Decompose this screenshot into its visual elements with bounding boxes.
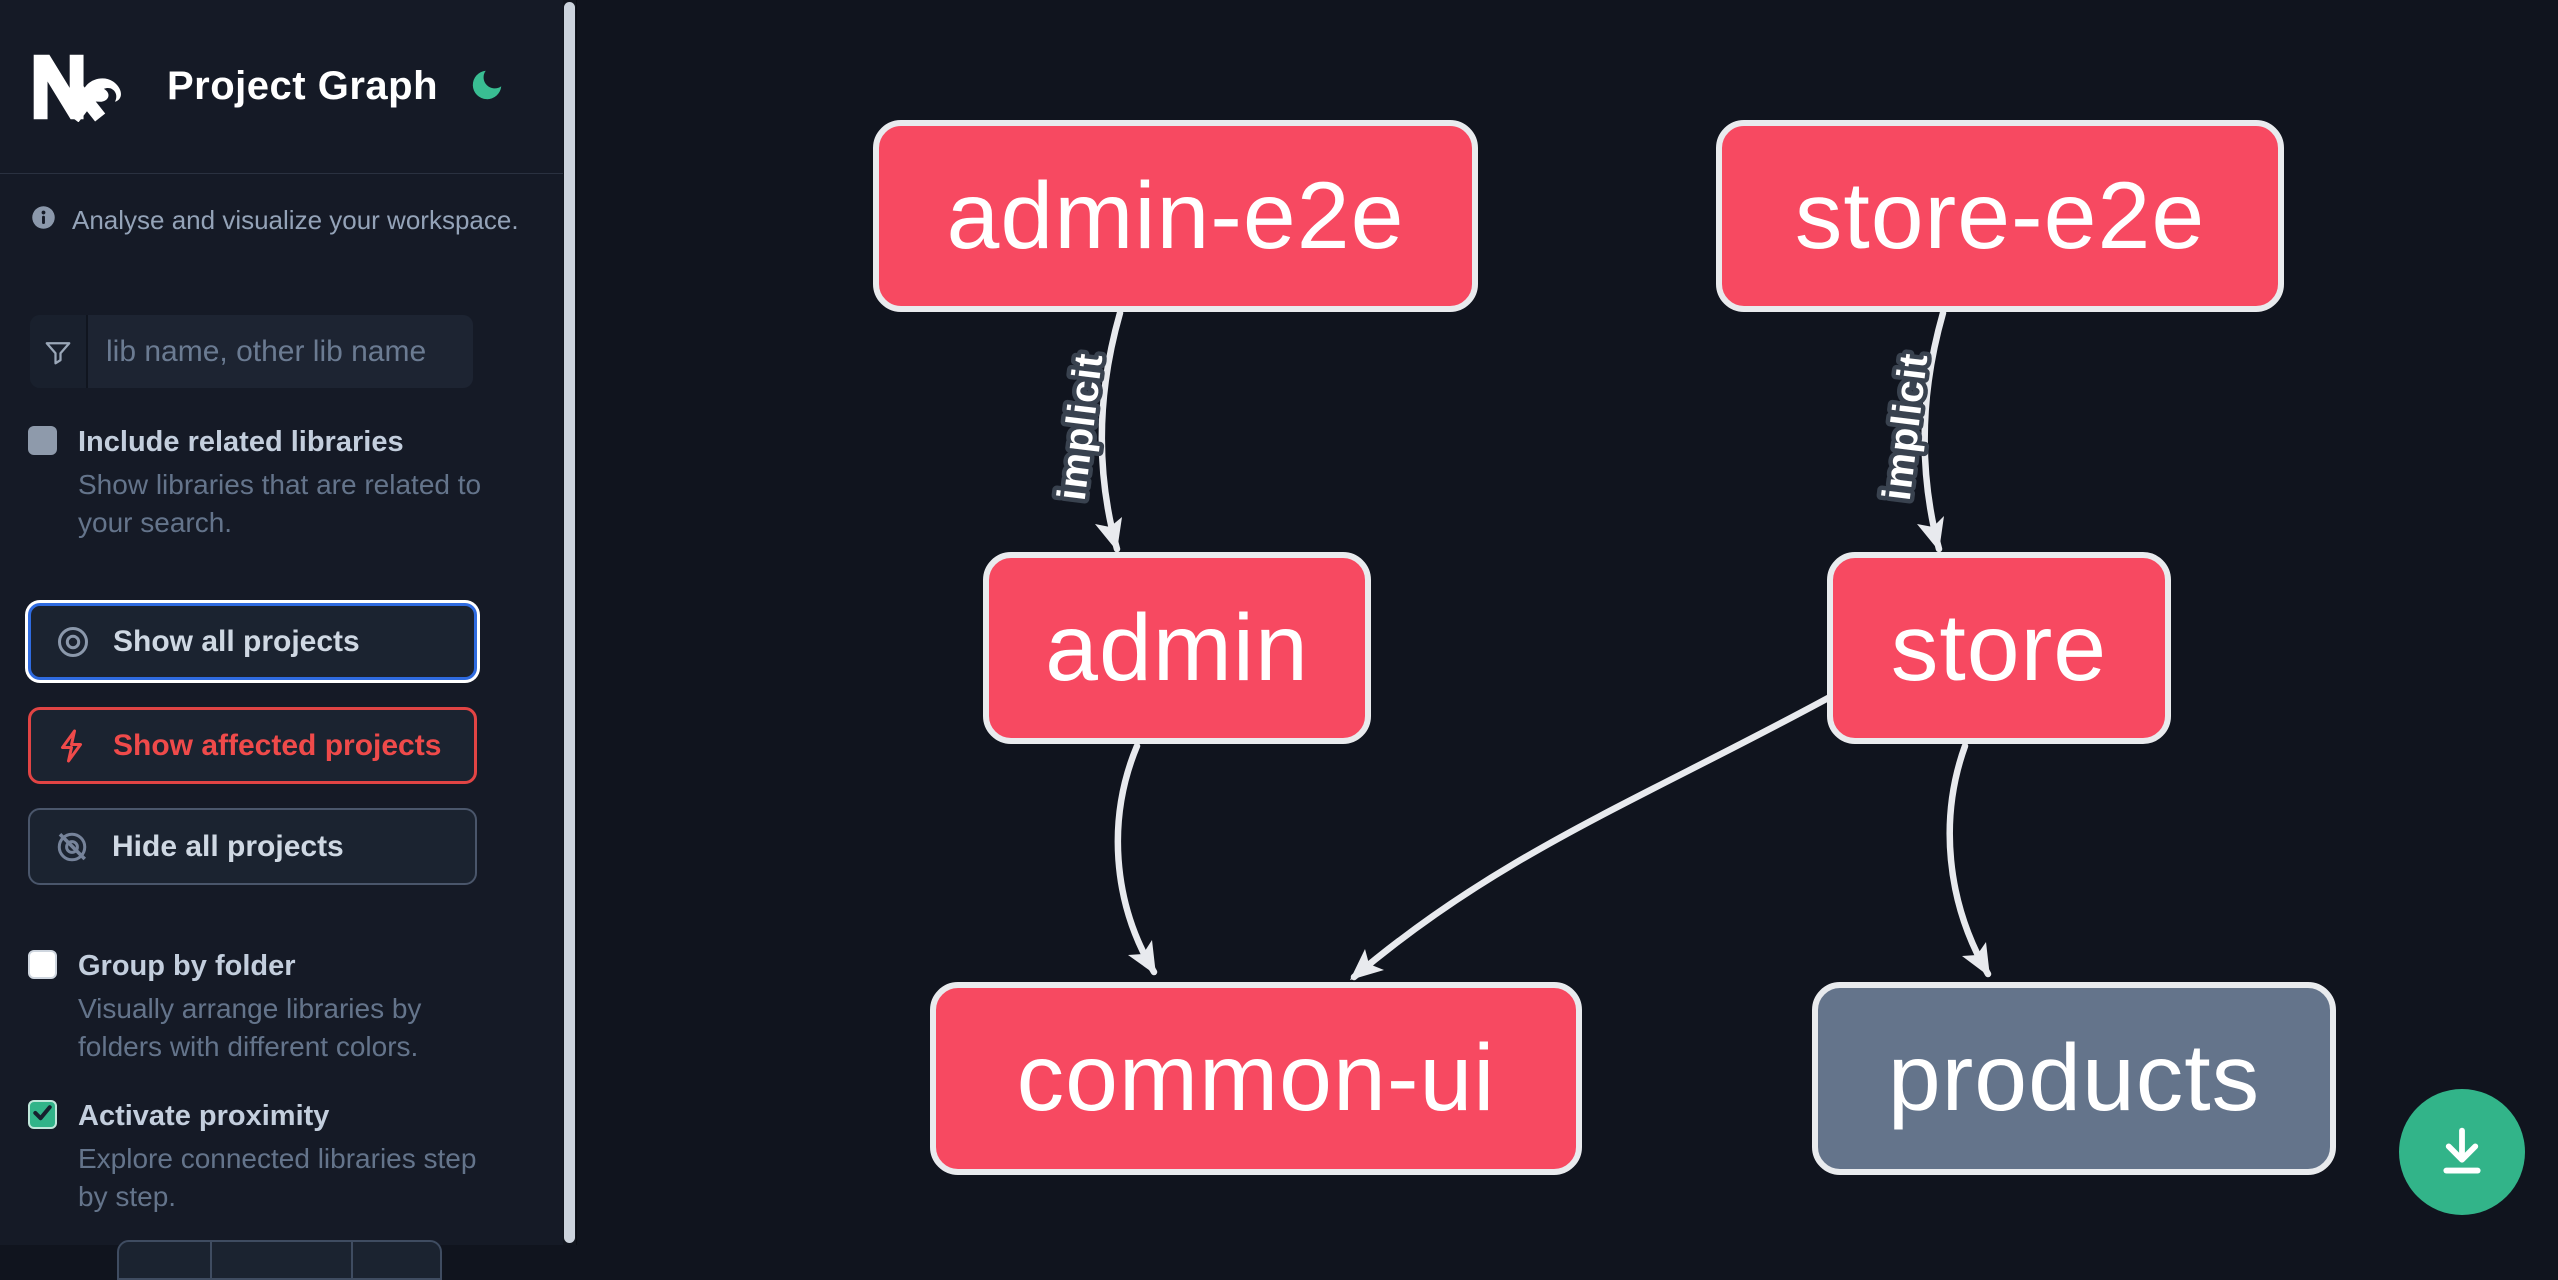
page-title: Project Graph: [167, 64, 439, 108]
hide-all-projects-label: Hide all projects: [112, 829, 344, 863]
graph-node-products[interactable]: products: [1812, 982, 2336, 1175]
group-by-folder-checkbox[interactable]: [28, 950, 57, 979]
save-image-button[interactable]: [2399, 1089, 2525, 1215]
show-all-projects-label: Show all projects: [113, 624, 360, 658]
proximity-decrement-button[interactable]: [119, 1242, 212, 1278]
tagline-text: Analyse and visualize your workspace.: [72, 205, 519, 235]
hide-all-projects-button[interactable]: Hide all projects: [28, 808, 477, 885]
include-related-label[interactable]: Include related libraries: [78, 426, 404, 458]
sidebar-header: Project Graph: [0, 0, 563, 174]
nx-logo-icon: [30, 52, 126, 123]
search-input[interactable]: [88, 315, 473, 388]
info-icon: [30, 204, 57, 231]
proximity-depth-value: [212, 1242, 353, 1278]
activate-proximity-checkbox[interactable]: [28, 1100, 57, 1129]
show-affected-projects-label: Show affected projects: [113, 728, 442, 762]
group-by-folder-label[interactable]: Group by folder: [78, 950, 296, 982]
activate-proximity-desc-line1: Explore connected libraries step: [78, 1143, 477, 1174]
group-by-folder-desc-line2: folders with different colors.: [78, 1031, 419, 1062]
filter-icon: [30, 315, 88, 388]
sidebar-scrollbar-thumb[interactable]: [564, 2, 575, 1243]
download-icon: [2433, 1121, 2491, 1184]
proximity-increment-button[interactable]: [353, 1242, 440, 1278]
proximity-depth-control: [117, 1240, 442, 1280]
show-affected-projects-button[interactable]: Show affected projects: [28, 707, 477, 784]
sidebar: Project Graph Analyse and visualize your…: [0, 0, 563, 1280]
bolt-icon: [55, 728, 91, 764]
search-box: [30, 315, 473, 388]
include-related-checkbox[interactable]: [28, 426, 57, 455]
eye-off-icon: [54, 829, 90, 865]
check-icon: [31, 1101, 54, 1129]
graph-node-store[interactable]: store: [1827, 552, 2171, 744]
sidebar-scrollbar: [563, 0, 577, 1245]
graph-node-admin-e2e[interactable]: admin-e2e: [873, 120, 1478, 312]
activate-proximity-desc-line2: by step.: [78, 1181, 177, 1212]
include-related-desc-line1: Show libraries that are related to: [78, 469, 482, 500]
eye-icon: [55, 624, 91, 660]
graph-node-admin[interactable]: admin: [983, 552, 1371, 744]
graph-node-common-ui[interactable]: common-ui: [930, 982, 1582, 1175]
activate-proximity-label[interactable]: Activate proximity: [78, 1100, 330, 1132]
include-related-desc-line2: your search.: [78, 507, 233, 538]
graph-node-store-e2e[interactable]: store-e2e: [1716, 120, 2284, 312]
group-by-folder-desc-line1: Visually arrange libraries by: [78, 993, 422, 1024]
show-all-projects-button[interactable]: Show all projects: [28, 603, 477, 680]
dark-mode-toggle[interactable]: [468, 66, 506, 104]
